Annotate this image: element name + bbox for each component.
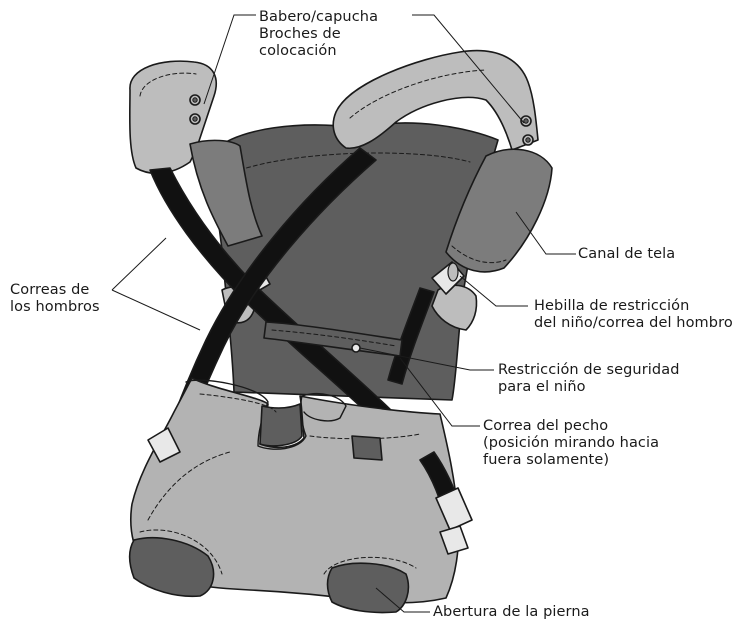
label-chest-strap: Correa del pecho (posición mirando hacia…	[483, 418, 659, 469]
center-opening	[260, 404, 302, 446]
label-leg-opening: Abertura de la pierna	[433, 604, 590, 621]
label-shoulder-straps: Correas de los hombros	[10, 282, 100, 316]
safety-snap	[352, 344, 360, 352]
label-restraint-buckle: Hebilla de restricción del niño/correa d…	[534, 298, 733, 332]
label-bib-hood: Babero/capucha	[259, 9, 378, 26]
waist-strap	[352, 436, 382, 460]
label-fabric-channel: Canal de tela	[578, 246, 675, 263]
label-attachment-snaps: Broches de colocación	[259, 26, 341, 60]
label-safety-restraint: Restricción de seguridad para el niño	[498, 362, 680, 396]
